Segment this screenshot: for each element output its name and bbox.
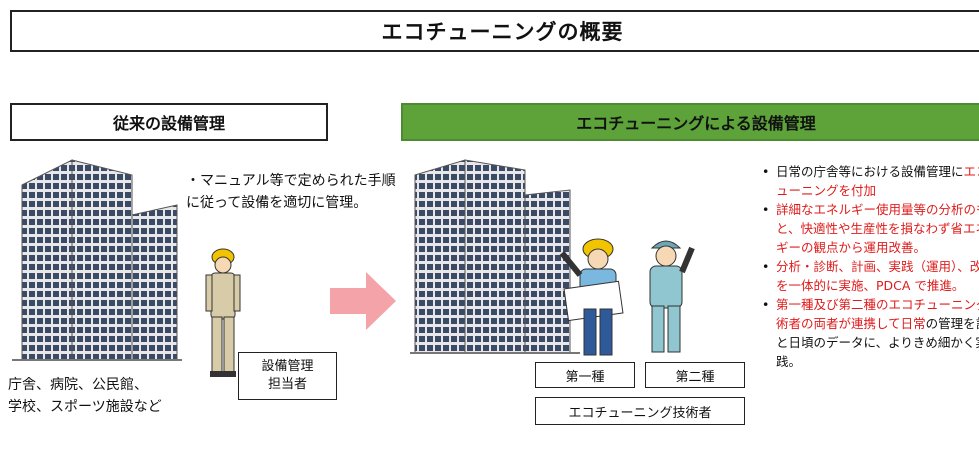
office-building-icon [410, 159, 580, 354]
page-title: エコチューニングの概要 [10, 10, 979, 52]
second-class-label: 第二種 [645, 362, 745, 388]
engineer-helmet-icon [559, 238, 624, 356]
bullet-item: 日常の庁舎等における設備管理にエコチューニングを付加 [762, 162, 979, 200]
office-building-icon [12, 159, 182, 361]
eco-tuning-bullets: 日常の庁舎等における設備管理にエコチューニングを付加 詳細なエネルギー使用量等の… [762, 162, 979, 371]
bullet-item: 詳細なエネルギー使用量等の分析のもと、快適性や生産性を損なわず省エネルギーの観点… [762, 200, 979, 257]
arrow-right-icon [330, 272, 396, 330]
bullet-item: 分析・診断、計画、実践（運用）、改善を一体的に実施、PDCA で推進。 [762, 257, 979, 295]
engineer-cap-icon [649, 240, 695, 353]
facility-caption: 庁舎、病院、公民館、 学校、スポーツ施設など [8, 377, 162, 415]
facility-manager-label: 設備管理 担当者 [238, 352, 337, 400]
worker-helmet-icon [205, 248, 241, 377]
eco-tuning-engineer-label: エコチューニング技術者 [535, 397, 745, 425]
first-class-label: 第一種 [535, 362, 635, 388]
conventional-header: 従来の設備管理 [10, 103, 328, 141]
bullet-item: 第一種及び第二種のエコチューニング技術者の両者が連携して日常の管理を計画と日頃の… [762, 295, 979, 371]
manual-note: ・マニュアル等で定められた手順に従って設備を適切に管理。 [186, 173, 396, 211]
eco-tuning-header: エコチューニングによる設備管理 [401, 103, 979, 141]
